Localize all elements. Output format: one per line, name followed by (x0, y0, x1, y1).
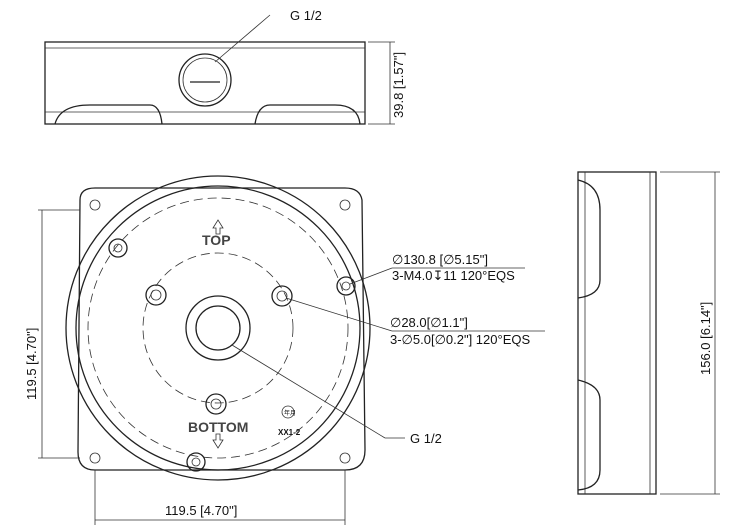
plan-height-dimension: 119.5 [4.70"] (24, 328, 39, 400)
outer-hole-callout-spec: 3-M4.0↧11 120°EQS (392, 268, 515, 283)
date-mark: 年月 (284, 409, 296, 417)
inner-hole-callout-diameter: ∅28.0[∅1.1"] (390, 315, 468, 330)
outer-hole-callout-diameter: ∅130.8 [∅5.15"] (392, 252, 488, 267)
up-arrow-icon (212, 219, 224, 235)
conduit-port-icon (178, 53, 232, 107)
top-view-height-dimension: 39.8 [1.57"] (391, 52, 406, 118)
inner-hole-callout-spec: 3-∅5.0[∅0.2"] 120°EQS (390, 332, 530, 347)
bottom-marking: BOTTOM (188, 419, 248, 435)
top-view-thread-label: G 1/2 (290, 8, 322, 23)
top-marking: TOP (202, 232, 231, 248)
side-height-dimension: 156.0 [6.14"] (698, 302, 713, 375)
plan-view: TOP BOTTOM 年月 XX1-2 119.5 [4.70"] 119.5 … (24, 175, 545, 525)
down-arrow-icon (212, 433, 224, 449)
side-view: 156.0 [6.14"] (577, 171, 720, 495)
plan-width-dimension: 119.5 [4.70"] (165, 503, 237, 518)
top-view: G 1/2 39.8 [1.57"] (44, 8, 406, 125)
plan-thread-label: G 1/2 (410, 431, 442, 446)
model-mark: XX1-2 (278, 428, 301, 437)
